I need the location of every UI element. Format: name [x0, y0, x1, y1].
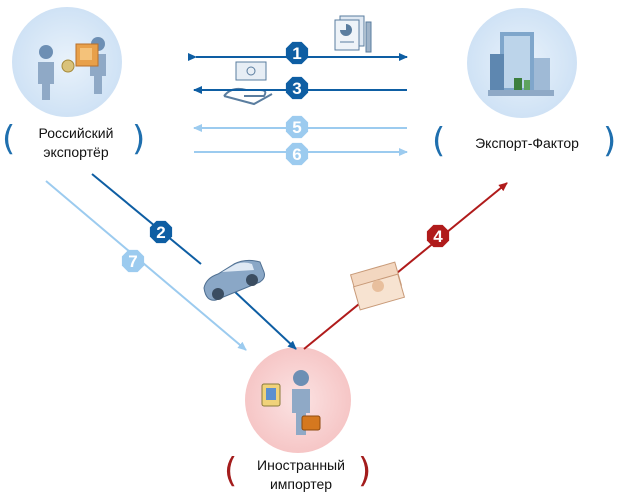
step-badge-shape-5 [285, 115, 309, 139]
documents-icon [334, 15, 372, 53]
step-badge-number-3: 3 [292, 79, 301, 98]
arrow-step-2-tail [232, 289, 297, 350]
step-badge-3: 3 [285, 76, 309, 100]
office-building-icon [488, 32, 554, 96]
step-badge-7: 7 [121, 249, 145, 273]
exporter-label-line1: Российский [38, 125, 114, 141]
importer-label-line2: импортер [269, 476, 333, 492]
step-badge-5: 5 [285, 115, 309, 139]
step-badge-number-1: 1 [292, 44, 301, 63]
arrow-step-2 [91, 173, 202, 265]
step-badge-shape-4 [426, 224, 450, 248]
step-badge-shape-1 [285, 41, 309, 65]
arrow-step-7 [45, 180, 247, 351]
importer-person-icon [261, 370, 321, 435]
importer-label-line1: Иностранный [257, 457, 345, 473]
importer-bracket-right: ) [358, 451, 372, 491]
factor-bracket-right: ) [603, 121, 617, 161]
importer-bracket-left: ( [224, 451, 238, 491]
step-badge-4: 4 [426, 224, 450, 248]
banknotes-icon [349, 261, 406, 311]
exporter-people-icon [38, 37, 106, 100]
importer-label: Иностранный импортер [242, 456, 360, 494]
arrow-step-4 [303, 182, 508, 350]
exporter-bracket-left: ( [2, 119, 16, 159]
factor-bracket-left: ( [432, 121, 446, 161]
step-badge-number-2: 2 [156, 223, 165, 242]
step-badge-shape-3 [285, 76, 309, 100]
exporter-label: Российский экспортёр [20, 124, 132, 162]
car-icon [203, 259, 265, 301]
step-badge-number-5: 5 [292, 118, 301, 137]
step-badge-shape-2 [149, 220, 173, 244]
step-badge-number-6: 6 [292, 145, 301, 164]
exporter-bracket-right: ) [132, 119, 146, 159]
payment-hand-icon [223, 61, 273, 106]
step-badge-shape-6 [285, 142, 309, 166]
step-badge-6: 6 [285, 142, 309, 166]
step-badge-number-7: 7 [128, 252, 137, 271]
step-badge-shape-7 [121, 249, 145, 273]
step-badge-1: 1 [285, 41, 309, 65]
step-badge-number-4: 4 [433, 227, 443, 246]
step-badge-2: 2 [149, 220, 173, 244]
exporter-label-line2: экспортёр [43, 144, 109, 160]
factor-label: Экспорт-Фактор [475, 135, 579, 151]
